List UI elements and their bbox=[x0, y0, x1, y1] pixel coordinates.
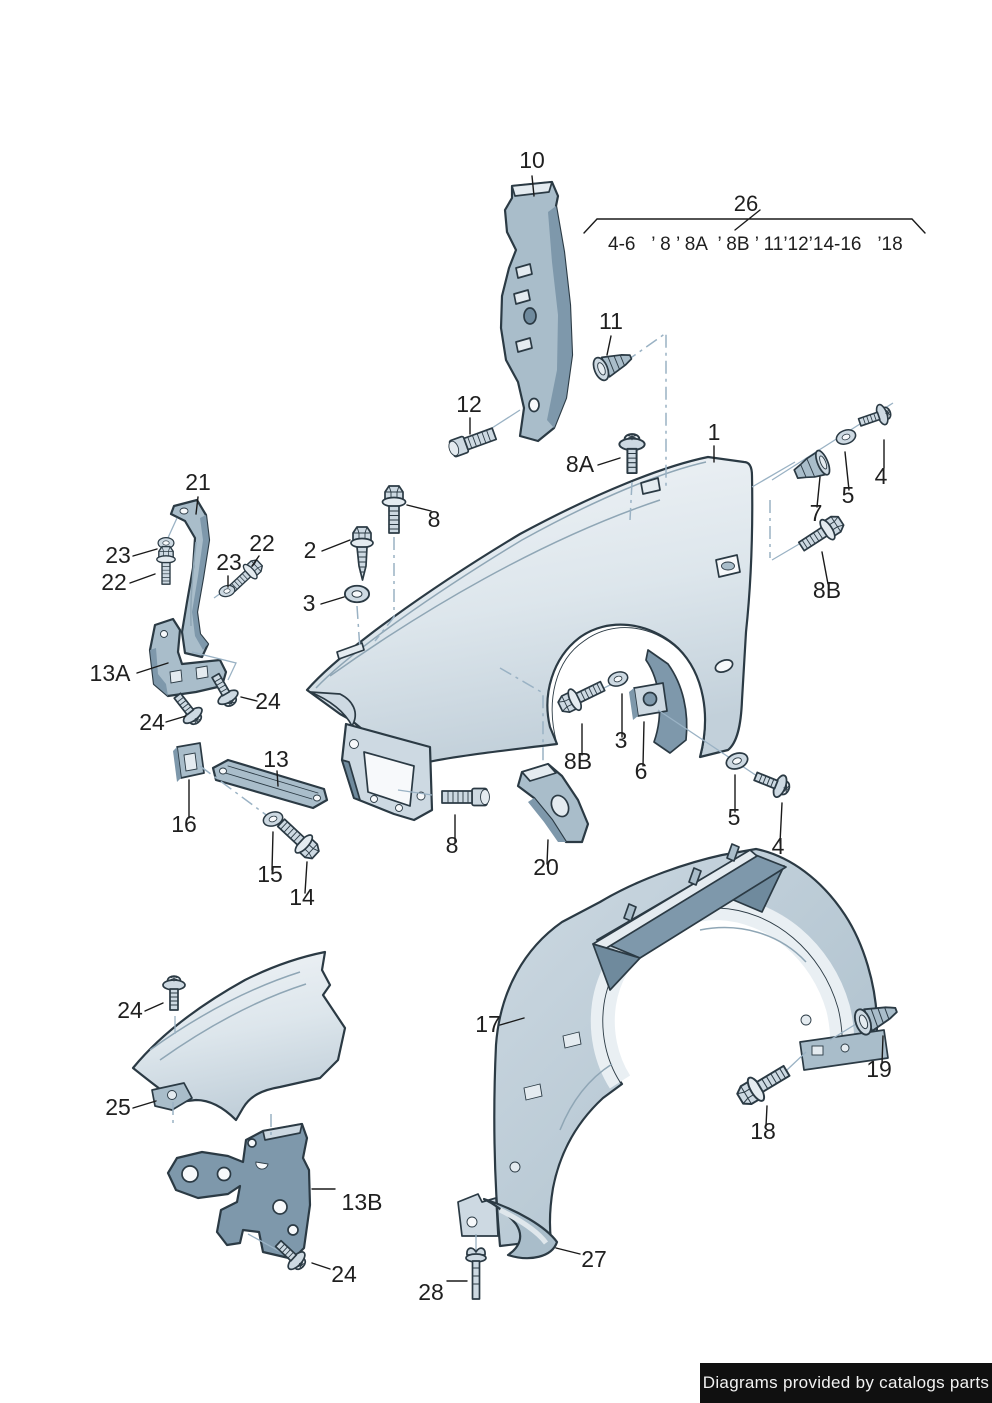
part-label-2: 2 bbox=[304, 537, 317, 563]
part-label-22-left: 22 bbox=[101, 569, 127, 595]
part-label-14: 14 bbox=[289, 884, 315, 910]
fender-section-lower bbox=[131, 950, 347, 1122]
part-label-23-right: 23 bbox=[216, 549, 242, 575]
part-label-22-right: 22 bbox=[249, 530, 275, 556]
part-label-8A: 8A bbox=[566, 451, 595, 477]
part-17-wheel-housing-liner bbox=[493, 843, 889, 1248]
part-label-25: 25 bbox=[105, 1094, 131, 1120]
part-label-3: 3 bbox=[303, 590, 316, 616]
part-8A-screw bbox=[618, 432, 646, 475]
part-24-screw-top bbox=[162, 975, 186, 1011]
part-label-13A: 13A bbox=[90, 660, 132, 686]
part-label-13: 13 bbox=[263, 746, 289, 772]
part-label-4-right: 4 bbox=[875, 463, 888, 489]
part-label-11: 11 bbox=[599, 308, 623, 334]
part-label-8-lower: 8 bbox=[446, 832, 459, 858]
part-21-brace bbox=[169, 498, 211, 659]
part-label-8B-right: 8B bbox=[813, 577, 841, 603]
part-5-washer-right bbox=[833, 426, 859, 448]
part-3-washer bbox=[343, 584, 371, 604]
part-22-bolt-left bbox=[156, 545, 176, 585]
part-8B-bolt-mid bbox=[554, 674, 609, 718]
part-label-6: 6 bbox=[635, 758, 648, 784]
liner-clip-pin bbox=[688, 867, 702, 886]
part-2-screw bbox=[350, 526, 374, 581]
watermark-text: Diagrams provided by catalogs parts bbox=[702, 1373, 990, 1392]
part-label-5-mid: 5 bbox=[728, 804, 741, 830]
part-label-19: 19 bbox=[866, 1056, 892, 1082]
part-label-24-top: 24 bbox=[117, 997, 143, 1023]
part-label-1: 1 bbox=[708, 419, 721, 445]
fender-corner-tab bbox=[640, 477, 661, 495]
part-13A-bracket bbox=[148, 617, 228, 698]
part-13-strut bbox=[211, 758, 329, 810]
fender-hem-tab bbox=[336, 642, 365, 660]
part-label-10: 10 bbox=[519, 147, 545, 173]
part-label-13B: 13B bbox=[342, 1189, 383, 1215]
part-20-bracket bbox=[516, 762, 590, 844]
watermark-bar: Diagrams provided by catalogs parts bbox=[700, 1363, 992, 1403]
part-27-deflector bbox=[457, 1193, 559, 1260]
part-10-retaining-bracket bbox=[499, 180, 574, 443]
part-label-18: 18 bbox=[750, 1118, 776, 1144]
part-label-4-mid: 4 bbox=[772, 833, 785, 859]
part-label-28: 28 bbox=[418, 1279, 444, 1305]
part-28-expanding-rivet bbox=[465, 1247, 487, 1300]
part-label-24-a: 24 bbox=[255, 688, 281, 714]
part-label-20: 20 bbox=[533, 854, 559, 880]
part-label-21: 21 bbox=[185, 469, 211, 495]
part-label-3-mid: 3 bbox=[615, 727, 628, 753]
part-4-screw-mid bbox=[750, 764, 795, 802]
fender-arch-lip bbox=[551, 627, 706, 757]
part-label-17: 17 bbox=[475, 1011, 501, 1037]
liner-clip-pin bbox=[726, 843, 740, 862]
part-25-clip-nut bbox=[151, 1082, 193, 1111]
part-label-7: 7 bbox=[810, 500, 823, 526]
part-12-bolt bbox=[445, 424, 498, 459]
part-label-16: 16 bbox=[171, 811, 197, 837]
part-6-clip-nut bbox=[629, 682, 668, 720]
fender-oval-hole bbox=[714, 659, 734, 673]
part-label-24-bottom: 24 bbox=[331, 1261, 357, 1287]
part-label-12: 12 bbox=[456, 391, 482, 417]
part-label-23-left: 23 bbox=[105, 542, 131, 568]
part-label-26: 26 bbox=[734, 191, 758, 216]
leader-lines bbox=[129, 175, 926, 1282]
part-label-8B-mid: 8B bbox=[564, 748, 592, 774]
part-label-27: 27 bbox=[581, 1246, 607, 1272]
part-labels: 10 26 4-6 ’ 8 ’ 8A ’ 8B ’ 11’12’14-16 ’1… bbox=[90, 147, 903, 1305]
part-label-15: 15 bbox=[257, 861, 283, 887]
part-8-bolt-lower bbox=[441, 787, 491, 807]
part-13B-bracket bbox=[166, 1122, 312, 1261]
part-16-clip-nut bbox=[173, 742, 205, 782]
part-label-24-b: 24 bbox=[139, 709, 165, 735]
part-1-fender bbox=[305, 455, 754, 822]
liner-mounting-flange bbox=[799, 1029, 889, 1071]
fender-repeater-hole bbox=[715, 554, 741, 578]
fender-front-bracket bbox=[340, 722, 434, 822]
part-label-5-right: 5 bbox=[842, 482, 855, 508]
part-8-bolt-top bbox=[381, 485, 407, 534]
part-18-bolt bbox=[732, 1058, 795, 1112]
fitment-years: 4-6 ’ 8 ’ 8A ’ 8B ’ 11’12’14-16 ’18 bbox=[608, 234, 903, 255]
part-label-8-top: 8 bbox=[428, 506, 441, 532]
part-11-rivet bbox=[589, 345, 637, 384]
liner-clip-pin bbox=[623, 903, 637, 922]
